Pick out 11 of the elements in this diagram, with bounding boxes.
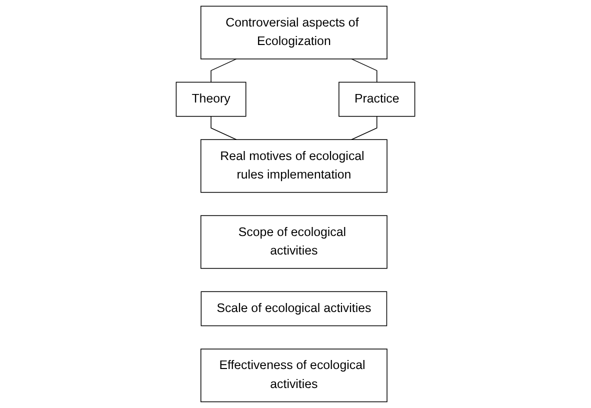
connector [210,58,237,83]
node-box: Effectiveness of ecological activities [200,348,388,402]
node-box: Scale of ecological activities [200,291,388,326]
connector [210,116,237,140]
node-box: Controversial aspects of Ecologization [200,6,388,60]
connector [351,116,378,140]
connector [351,58,378,83]
node-box: Scope of ecological activities [200,215,388,269]
node-box: Real motives of ecological rules implementation [200,139,388,193]
node-box: Practice [338,82,416,117]
node-box: Theory [176,82,246,117]
